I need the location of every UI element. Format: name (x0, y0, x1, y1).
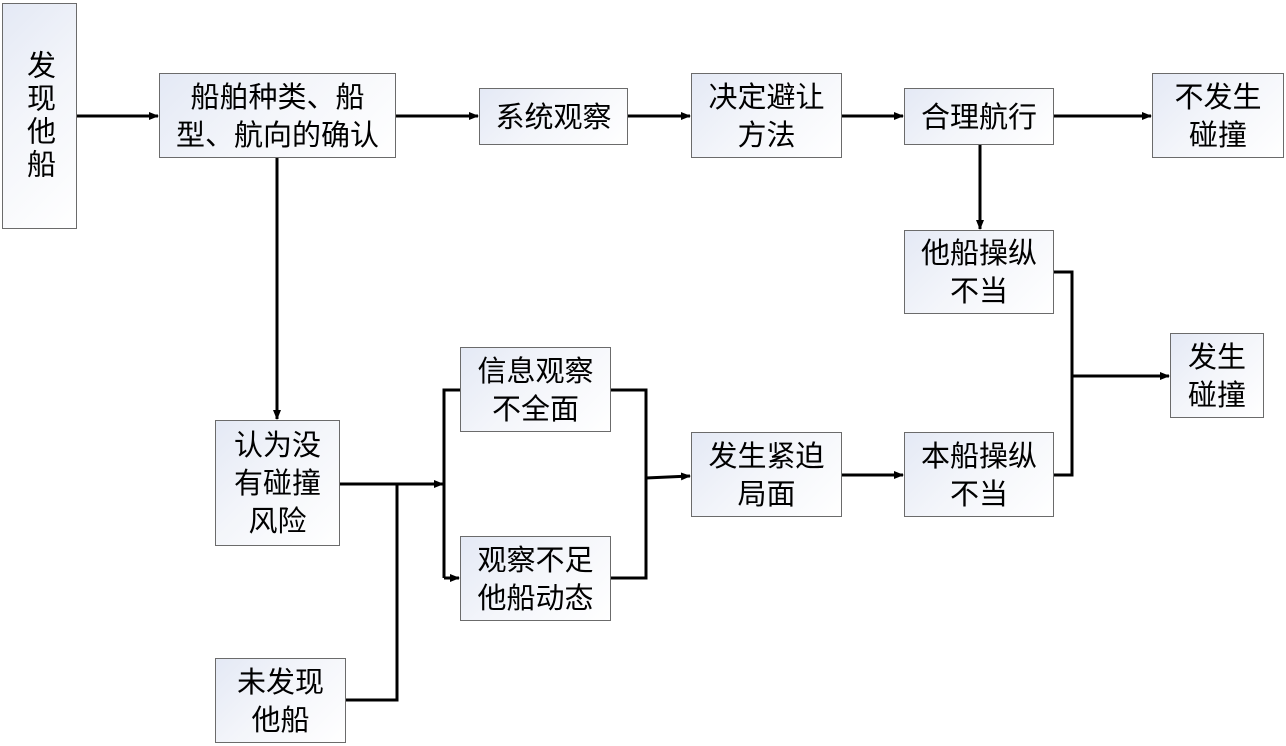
node-decide-method: 决定避让方法 (691, 73, 842, 158)
arrow-to-close-quarters (645, 472, 691, 481)
node-info-incomplete: 信息观察不全面 (460, 347, 611, 432)
node-close-quarters: 发生紧迫局面 (691, 432, 842, 517)
node-no-collision: 不发生碰撞 (1152, 73, 1284, 158)
bracket-misoperate (1054, 270, 1074, 477)
node-confirm-type: 船舶种类、船型、航向的确认 (159, 73, 396, 158)
line-not-discovered-join (346, 484, 399, 702)
node-discover-ship: 发现他船 (2, 3, 77, 229)
bracket-right (611, 388, 648, 580)
node-collision: 发生碰撞 (1170, 333, 1264, 418)
bracket-left (442, 388, 460, 578)
node-system-observe: 系统观察 (479, 88, 628, 145)
node-reasonable-nav: 合理航行 (904, 88, 1054, 145)
node-not-discovered: 未发现他船 (215, 658, 346, 743)
node-other-misoperate: 他船操纵不当 (904, 230, 1054, 314)
node-insufficient-observe: 观察不足他船动态 (460, 536, 611, 621)
node-no-risk: 认为没有碰撞风险 (215, 420, 340, 546)
node-own-misoperate: 本船操纵不当 (904, 432, 1054, 517)
